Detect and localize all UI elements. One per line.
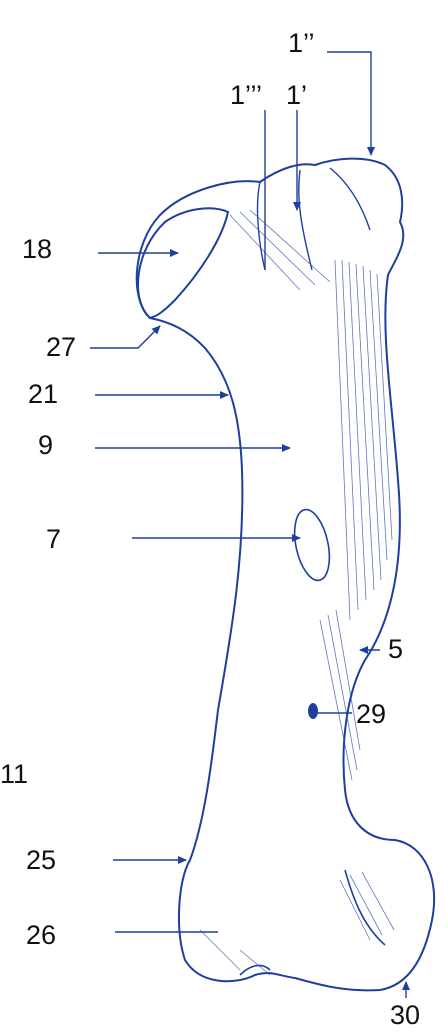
nutrient-tuberosity <box>293 508 331 582</box>
label-11: 11 <box>0 759 29 789</box>
label-9: 9 <box>38 430 54 460</box>
label-21: 21 <box>28 379 59 409</box>
bone-tubercle <box>256 167 371 271</box>
label-18: 18 <box>22 234 53 264</box>
nutrient-foramen <box>308 703 318 719</box>
leader-27 <box>90 325 161 349</box>
label-25: 25 <box>26 845 57 875</box>
distal-condyle <box>239 869 386 976</box>
label-1p: 1’ <box>286 80 308 110</box>
label-27: 27 <box>46 332 77 362</box>
bone-head <box>137 207 230 320</box>
label-7: 7 <box>46 524 62 554</box>
bone-outline <box>135 157 436 992</box>
label-1pp: 1’’ <box>288 28 315 58</box>
label-26: 26 <box>26 920 57 950</box>
label-1ppp: 1’’’ <box>230 80 263 110</box>
label-5: 5 <box>388 634 404 664</box>
leader-1pp <box>327 51 375 156</box>
label-30: 30 <box>390 1000 421 1030</box>
leader-lines <box>90 51 410 998</box>
label-29: 29 <box>356 699 387 729</box>
shaft-hatching <box>199 209 395 976</box>
